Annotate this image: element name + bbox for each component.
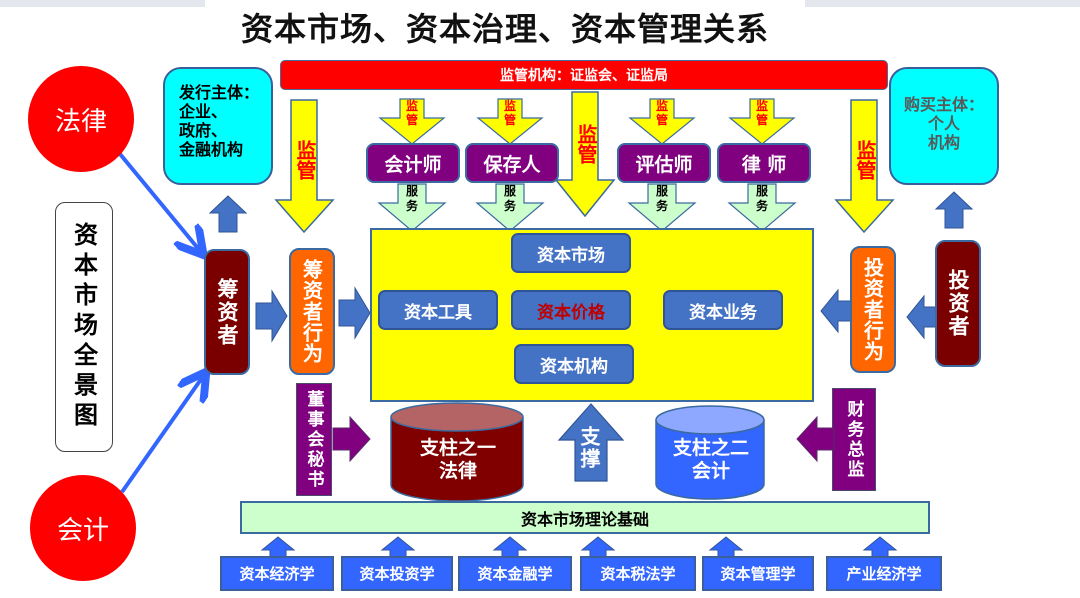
pillar-accounting-line1: 支柱之二 <box>672 437 749 459</box>
intermediary-accountant: 会计师 <box>366 143 460 183</box>
core-capital-market: 资本市场 <box>511 233 631 273</box>
fundraiser-right-arrow-icon <box>255 289 288 343</box>
supervise-small-label: 监管 <box>405 99 418 127</box>
intermediary-lawyer: 律 师 <box>717 143 811 183</box>
core-capital-price: 资本价格 <box>511 290 631 330</box>
discipline-item: 资本金融学 <box>458 556 572 591</box>
supervise-small-label: 监管 <box>755 99 768 127</box>
service-label: 服务 <box>755 184 768 213</box>
supervise-center-label: 监管 <box>574 124 598 164</box>
accounting-circle: 会计 <box>30 475 136 581</box>
supervise-arrow-center-icon <box>554 91 616 218</box>
core-capital-business: 资本业务 <box>663 290 783 330</box>
issuer-line: 企业、 <box>179 102 228 121</box>
issuer-heading: 发行主体： <box>179 83 260 102</box>
pillar-law-line2: 法律 <box>438 460 477 482</box>
service-label: 服务 <box>405 184 418 213</box>
top-strip-gap <box>205 0 805 7</box>
discipline-item: 资本经济学 <box>220 556 334 591</box>
board-secretary-box: 董事会秘书 <box>296 383 332 496</box>
law-circle: 法律 <box>28 66 134 172</box>
buyer-line: 机构 <box>927 133 960 152</box>
issuer-box: 发行主体： 企业、 政府、 金融机构 <box>163 67 273 185</box>
fundraiser-up-arrow-icon <box>208 195 248 233</box>
discipline-item: 资本管理学 <box>702 556 814 591</box>
pillar-accounting-cylinder-icon <box>655 405 765 500</box>
pillar-law-line1: 支柱之一 <box>419 437 496 459</box>
core-capital-instruments: 资本工具 <box>378 290 498 330</box>
investor-behavior-arrow-icon <box>820 288 853 334</box>
supervise-left-label: 监管 <box>293 140 317 180</box>
supervise-small-arrow-icon <box>476 98 544 145</box>
fundraiser-box: 筹资者 <box>204 249 250 375</box>
accounting-connector <box>120 375 204 494</box>
fundraiser-behavior-box: 筹资者行为 <box>289 248 335 375</box>
support-arrow-icon <box>557 403 625 482</box>
service-arrow-icon <box>475 183 545 232</box>
core-capital-institutions: 资本机构 <box>514 344 634 384</box>
cfo-arrow-icon <box>796 415 835 463</box>
service-arrow-icon <box>727 183 797 232</box>
fundraiser-behavior-arrow-icon <box>338 286 371 340</box>
pillar-accounting-text: 支柱之二 会计 <box>656 437 766 483</box>
supervise-small-label: 监管 <box>503 99 516 127</box>
buyer-line: 个人 <box>927 114 960 133</box>
support-label: 支撑 <box>577 426 601 470</box>
supervise-right-label: 监管 <box>853 140 877 180</box>
cfo-box: 财务总监 <box>832 388 876 491</box>
side-label: 资本市场全景图 <box>55 202 113 452</box>
service-label: 服务 <box>503 184 516 213</box>
buyer-heading: 购买主体： <box>903 95 984 114</box>
law-connector <box>118 152 201 252</box>
supervise-small-arrow-icon <box>628 98 696 145</box>
service-label: 服务 <box>655 184 668 213</box>
pillar-accounting-line2: 会计 <box>691 460 730 482</box>
investor-up-arrow-icon <box>934 191 974 229</box>
discipline-item: 资本投资学 <box>341 556 453 591</box>
issuer-line: 金融机构 <box>179 140 244 159</box>
issuer-line: 政府、 <box>179 121 228 140</box>
investor-behavior-box: 投资者行为 <box>850 246 896 373</box>
service-arrow-icon <box>627 183 697 232</box>
intermediary-appraiser: 评估师 <box>617 143 711 183</box>
supervise-small-arrow-icon <box>728 98 796 145</box>
discipline-item: 资本税法学 <box>580 556 696 591</box>
page-title: 资本市场、资本治理、资本管理关系 <box>240 10 769 48</box>
supervise-arrow-left-icon <box>274 99 335 234</box>
intermediary-custodian: 保存人 <box>465 143 559 183</box>
pillar-law-text: 支柱之一 会计 法律 <box>390 437 526 483</box>
regulator-bar: 监管机构：证监会、证监局 <box>280 60 888 90</box>
investor-box: 投资者 <box>935 240 981 367</box>
foundation-bar: 资本市场理论基础 <box>240 501 930 534</box>
pillar-law-cylinder-icon <box>390 402 524 502</box>
service-arrow-icon <box>377 183 447 232</box>
supervise-arrow-right-icon <box>834 99 895 234</box>
supervise-small-arrow-icon <box>378 98 446 145</box>
discipline-item: 产业经济学 <box>826 556 942 591</box>
buyer-box: 购买主体： 个人 机构 <box>889 67 999 185</box>
board-secretary-arrow-icon <box>332 415 371 463</box>
supervise-small-label: 监管 <box>655 99 668 127</box>
